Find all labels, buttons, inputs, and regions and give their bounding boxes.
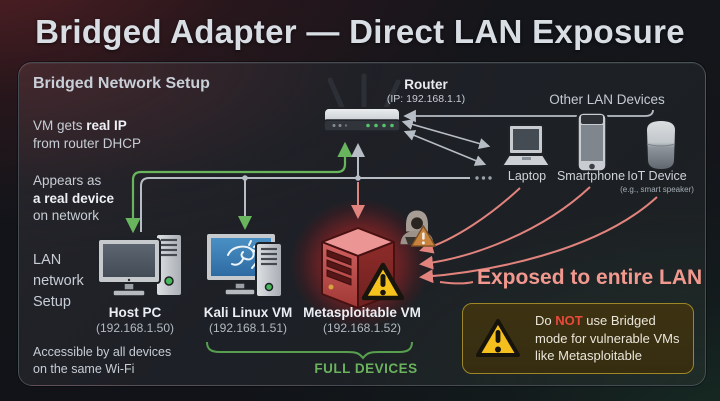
note-appears: Appears as a real device on network	[33, 173, 115, 223]
laptop-icon	[501, 124, 551, 167]
router-to-otherlan-connector	[401, 109, 654, 166]
warning-triangle-icon	[476, 318, 520, 357]
warning-text: Do NOT use Bridged mode for vulnerable V…	[535, 313, 680, 364]
ellipsis-dot	[475, 176, 479, 180]
smartphone-icon	[576, 111, 608, 173]
exposure-curves	[419, 186, 658, 285]
note-lan-setup: LAN network Setup	[33, 252, 84, 310]
danger-triangle-icon	[361, 262, 405, 301]
ellipsis-dot	[481, 176, 486, 180]
metasploitable-vm-label: Metasploitable VM (192.168.1.52)	[303, 305, 421, 335]
exposed-label: Exposed to entire LAN	[477, 266, 703, 289]
full-devices-label: FULL DEVICES	[314, 361, 418, 376]
host-pc-icon	[97, 233, 183, 297]
note-dhcp: VM gets real IP from router DHCP	[33, 118, 142, 151]
kali-linux-vm-icon	[205, 232, 283, 298]
kali-vm-label: Kali Linux VM (192.168.1.51)	[203, 305, 293, 335]
green-dhcp-connector	[125, 141, 353, 234]
smartphone-label: Smartphone	[556, 169, 626, 183]
note-accessible: Accessible by all devices on the same Wi…	[33, 345, 172, 376]
ellipsis-dot	[488, 176, 492, 180]
router-label: Router (IP: 192.168.1.1)	[386, 77, 466, 105]
warning-callout: Do NOT use Bridged mode for vulnerable V…	[462, 303, 694, 374]
panel-heading: Bridged Network Setup	[33, 75, 210, 92]
host-pc-label: Host PC (192.168.1.50)	[95, 305, 175, 335]
iot-label: IoT Device (e.g., smart speaker)	[620, 169, 694, 194]
iot-device-icon	[644, 118, 678, 172]
router-icon	[323, 73, 401, 132]
hacker-icon	[400, 210, 436, 247]
page-title: Bridged Adapter — Direct LAN Exposure	[35, 13, 685, 50]
laptop-label: Laptop	[507, 169, 547, 183]
lan-bus-line	[140, 175, 492, 232]
full-devices-brace	[206, 341, 413, 360]
other-lan-heading: Other LAN Devices	[549, 92, 665, 107]
